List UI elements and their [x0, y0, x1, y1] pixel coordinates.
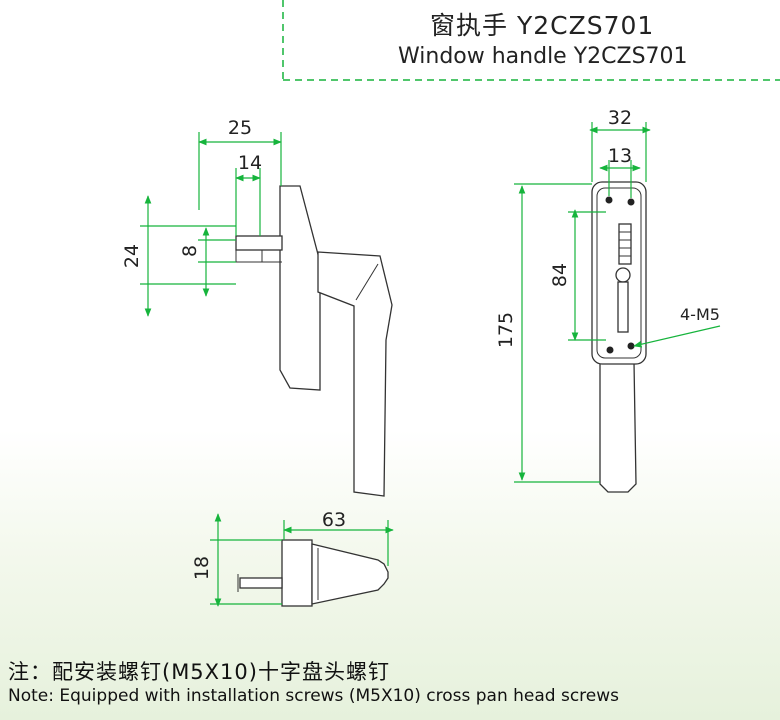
dim-bottom-height: 18	[191, 556, 213, 580]
side-view-handle	[235, 185, 393, 497]
note-english: Note: Equipped with installation screws …	[8, 686, 620, 706]
title-english: Window handle Y2CZS701	[398, 44, 688, 69]
screw-hole-top-right	[627, 198, 635, 206]
dim-front-hole-spacing: 84	[549, 263, 571, 287]
screw-hole-bottom-left	[606, 346, 614, 354]
dim-side-spindle: 14	[238, 152, 262, 174]
dim-front-total-height: 175	[495, 312, 517, 348]
bottom-view-dimensions: 63 18	[191, 509, 394, 607]
dim-side-spindle-height: 8	[179, 245, 201, 257]
front-view-dimensions: 32 13 84 175 4-M5	[495, 107, 721, 483]
bottom-view-handle	[237, 539, 389, 607]
dim-side-width: 25	[228, 117, 252, 139]
dim-front-inner-width: 13	[608, 145, 632, 167]
dim-front-width: 32	[608, 107, 632, 129]
front-view-handle	[591, 181, 647, 493]
dim-screws: 4-M5	[680, 305, 720, 324]
side-view-dimensions: 25 14 24 8	[121, 117, 282, 317]
screw-hole-bottom-right	[627, 342, 635, 350]
screw-hole-top-left	[605, 196, 613, 204]
dim-side-height: 24	[121, 244, 143, 268]
dim-bottom-length: 63	[322, 509, 346, 531]
title-chinese: 窗执手 Y2CZS701	[430, 11, 655, 40]
note-chinese: 注：配安装螺钉(M5X10)十字盘头螺钉	[8, 660, 390, 684]
title-frame	[282, 0, 780, 81]
